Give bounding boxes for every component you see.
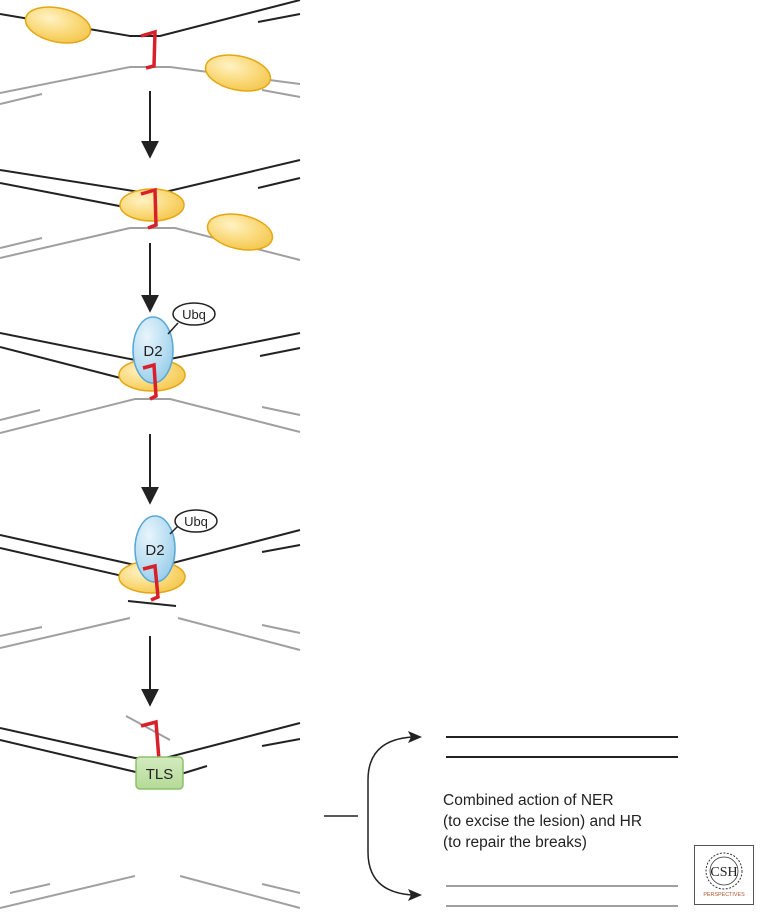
repair-outcome — [324, 731, 678, 907]
sister-strand — [0, 626, 43, 637]
dna-strand — [257, 177, 301, 189]
dna-strand — [0, 739, 141, 774]
fanci-protein-oval — [24, 6, 92, 44]
interstrand-crosslink — [142, 563, 160, 602]
dna-strand — [0, 159, 301, 193]
sister-strand — [9, 883, 51, 894]
caption-line: Combined action of NER — [443, 792, 614, 809]
arrowhead-upper — [408, 731, 422, 743]
tls-polymerase — [135, 756, 184, 790]
stage-5-translesion-synthesis: TLS — [0, 715, 301, 909]
sister-strand — [0, 398, 301, 434]
dna-strand — [0, 346, 141, 384]
sister-strand — [0, 237, 43, 249]
dna-strand — [261, 738, 301, 747]
branch-bracket — [367, 736, 413, 896]
sister-strand — [0, 409, 41, 421]
dna-strand — [257, 13, 301, 23]
fanci-protein-oval — [119, 188, 185, 222]
csh-perspectives-logo: CSH PERSPECTIVES — [694, 845, 754, 905]
sister-strand — [261, 89, 301, 98]
ubiquitin-bubble — [174, 509, 218, 533]
dna-strand — [0, 182, 141, 211]
dna-strand — [261, 544, 301, 553]
interstrand-crosslink — [142, 362, 158, 401]
ubiquitin-tether — [167, 322, 179, 335]
unhooked-adduct-strand — [125, 715, 171, 741]
tls-label: TLS — [146, 766, 174, 783]
sister-strand — [261, 883, 301, 894]
fanci-protein-oval — [204, 54, 272, 92]
dna-strand — [0, 547, 141, 581]
stage-3-d2-monoubiquitination: D2 Ubq — [0, 302, 301, 434]
sister-strand — [0, 617, 131, 649]
sister-strand — [0, 875, 136, 909]
sister-strand — [179, 875, 301, 909]
sister-strand — [261, 406, 301, 416]
ubq-label: Ubq — [184, 514, 208, 529]
repair-caption: Combined action of NER (to excise the le… — [443, 790, 713, 853]
caption-line: (to excise the lesion) and HR — [443, 813, 643, 830]
ubq-label: Ubq — [182, 307, 206, 322]
d2-label: D2 — [143, 343, 162, 360]
stage-2-fork-collision — [0, 159, 301, 261]
sister-strand — [261, 624, 301, 634]
incised-strand — [127, 600, 177, 607]
logo-subtext: PERSPECTIVES — [703, 892, 745, 898]
interstrand-crosslink — [140, 29, 157, 70]
fanci-protein-oval — [206, 213, 274, 251]
stage-4-incision: D2 Ubq — [0, 509, 301, 651]
dna-strand — [259, 347, 301, 357]
ubiquitin-bubble — [172, 302, 216, 326]
logo-text: CSH — [710, 865, 737, 880]
d2-label: D2 — [145, 542, 164, 559]
interstrand-crosslink — [140, 187, 158, 230]
interstrand-crosslink — [140, 719, 161, 761]
caption-line: (to repair the breaks) — [443, 834, 587, 851]
sister-strand — [0, 93, 43, 105]
arrowhead-lower — [408, 889, 422, 901]
stage-1-converging-forks — [0, 0, 301, 105]
sister-strand — [177, 617, 301, 651]
